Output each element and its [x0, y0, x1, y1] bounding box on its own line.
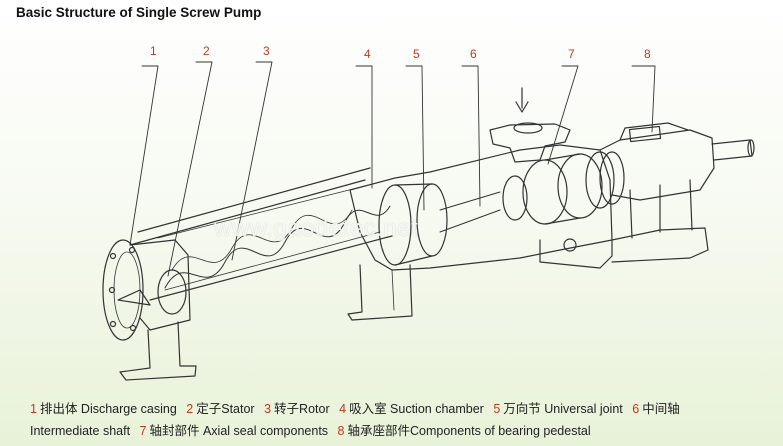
legend-number: 3	[264, 402, 272, 416]
legend-label: Intermediate shaft	[30, 424, 131, 438]
legend-label: 定子Stator	[196, 402, 255, 416]
callout-5: 5	[413, 47, 420, 61]
legend-number: 6	[632, 402, 640, 416]
legend-label: 中间轴	[642, 402, 680, 416]
callout-3: 3	[263, 44, 270, 58]
legend-number: 5	[493, 402, 501, 416]
suction-support	[347, 264, 413, 321]
legend-label: 万向节 Universal joint	[503, 402, 623, 416]
inlet-flange	[489, 123, 571, 163]
callout-6: 6	[470, 47, 477, 61]
legend-item: Intermediate shaft	[30, 424, 130, 438]
legend-number: 7	[139, 424, 147, 438]
legend-label: 轴封部件 Axial seal components	[149, 424, 329, 438]
legend-number: 8	[337, 424, 345, 438]
legend-label: 吸入室 Suction chamber	[349, 402, 484, 416]
discharge-foot	[119, 321, 197, 381]
legend-label: 轴承座部件Components of bearing pedestal	[347, 424, 591, 438]
legend-number: 4	[339, 402, 347, 416]
callout-7: 7	[568, 47, 575, 61]
stator-tube	[129, 167, 393, 301]
legend-number: 1	[30, 402, 37, 416]
watermark-text: www.gaodetec.net	[214, 215, 419, 242]
bearing-housing	[599, 129, 715, 201]
bearing-base	[539, 227, 709, 269]
callout-2: 2	[203, 44, 210, 58]
callout-1: 1	[150, 44, 157, 58]
legend-label: 排出体 Discharge casing	[39, 402, 177, 416]
callout-8: 8	[644, 47, 651, 61]
legend-label: 转子Rotor	[274, 402, 330, 416]
legend-number: 2	[186, 402, 194, 416]
callout-4: 4	[364, 47, 371, 61]
diagram-title: Basic Structure of Single Screw Pump	[16, 5, 262, 20]
discharge-flange	[102, 239, 144, 341]
